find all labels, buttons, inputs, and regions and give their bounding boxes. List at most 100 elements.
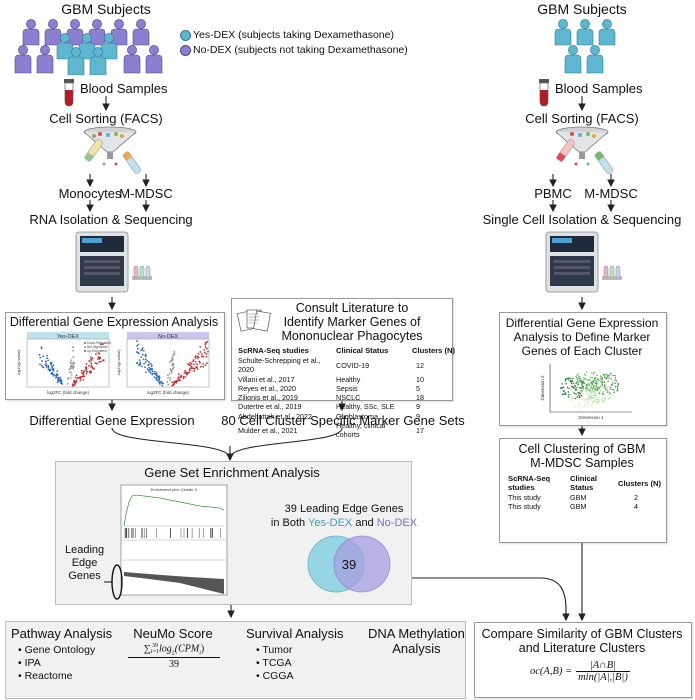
umap-point [581,382,584,384]
volcano-point [146,360,149,362]
volcano-point [52,364,55,367]
volcano-point [154,370,156,373]
left-gbm-title: GBM Subjects [61,1,151,17]
umap-point [582,386,585,389]
volcano-point [51,373,54,375]
volcano-point [158,378,161,381]
umap-point [593,371,596,374]
volcano-point [141,348,143,351]
umap-point [565,382,567,385]
umap-point [570,391,572,394]
volcano-point [141,353,144,356]
umap-point [569,399,572,401]
umap-point [581,383,583,386]
volcano-point [66,382,69,385]
volcano-point [147,364,150,367]
umap-point [562,386,565,388]
umap-point [576,374,579,377]
volcano-point [67,377,70,380]
volcano-point [41,360,43,362]
literature-title: Consult Literature to Identify Marker Ge… [281,301,423,343]
umap-point [616,389,619,391]
umap-point [573,388,576,390]
volcano-point [206,362,208,365]
volcano-point [149,371,152,374]
volcano-no-dex: No-DEX log2FC (fold change) -log10(p-val… [116,332,210,395]
volcano-point [69,366,72,368]
umap-point [575,382,577,385]
volcano-yes-dex-title: Yes-DEX [57,334,79,340]
volcano-point [72,346,75,349]
volcano-point [171,359,173,362]
umap-point [593,396,595,399]
umap-point [561,383,563,385]
umap-point [574,384,576,387]
umap-point [604,387,607,390]
umap-point [617,382,619,385]
umap-point [577,373,579,375]
volcano-point [169,377,172,379]
volcano-point [88,360,91,362]
volcano-point [167,374,169,377]
volcano-point [144,371,147,374]
neumo-title: NeuMo Score [133,626,213,641]
volcano-point [39,356,42,359]
umap-point [574,397,577,400]
volcano-point [189,361,192,364]
umap-point [598,399,601,402]
volcano-point [144,354,147,357]
right-sequencer-icon [545,231,622,293]
volcano-point [146,368,149,371]
line-gsea-to-compare [398,577,567,620]
volcano-point [174,381,177,384]
volcano-point [95,353,97,355]
volcano-point [56,381,59,384]
umap-point [591,403,594,406]
volcano-point [71,366,74,368]
umap-point [593,393,596,395]
volcano-point [142,358,145,361]
umap-point [611,383,613,386]
leading-edge-label: Leading Edge Genes [65,544,105,582]
umap-point [609,385,611,387]
umap-point [613,389,615,391]
survival-list: • Tumor • TCGA • CGGA [256,644,294,683]
umap-xlabel: Dimension 1 [578,415,604,420]
yes-dex-legend-dot [180,30,191,41]
volcano-point [189,369,191,372]
umap-point [578,395,581,397]
umap-point [585,371,588,373]
umap-point [582,405,585,408]
volcano-point [194,355,197,358]
volcano-no-dex-title: No-DEX [158,334,179,340]
right-mmdsc-label: M-MDSC [584,186,638,201]
umap-point [582,380,585,382]
umap-point [591,401,594,404]
umap-point [606,386,608,389]
volcano-ylabel-left: -log10(p-value) [16,349,21,377]
volcano-point [82,379,85,381]
umap-point [590,398,593,400]
umap-point [603,397,606,399]
volcano-point [85,367,87,370]
volcano-point [86,370,88,373]
umap-point [596,378,599,380]
volcano-point [196,366,199,369]
volcano-point [97,352,100,355]
umap-point [596,400,598,402]
umap-point [608,377,610,379]
umap-point [617,384,620,386]
volcano-point [172,363,175,366]
volcano-point [100,360,102,363]
volcano-point [72,356,75,359]
umap-point [571,380,573,382]
umap-point [595,395,598,397]
umap-point [605,373,608,376]
umap-point [614,374,616,377]
dge-panel-title: Differential Gene Expression Analysis [9,315,219,329]
umap-point [589,389,591,391]
umap-point [578,396,581,399]
umap-point [600,390,602,392]
volcano-point [98,361,101,363]
